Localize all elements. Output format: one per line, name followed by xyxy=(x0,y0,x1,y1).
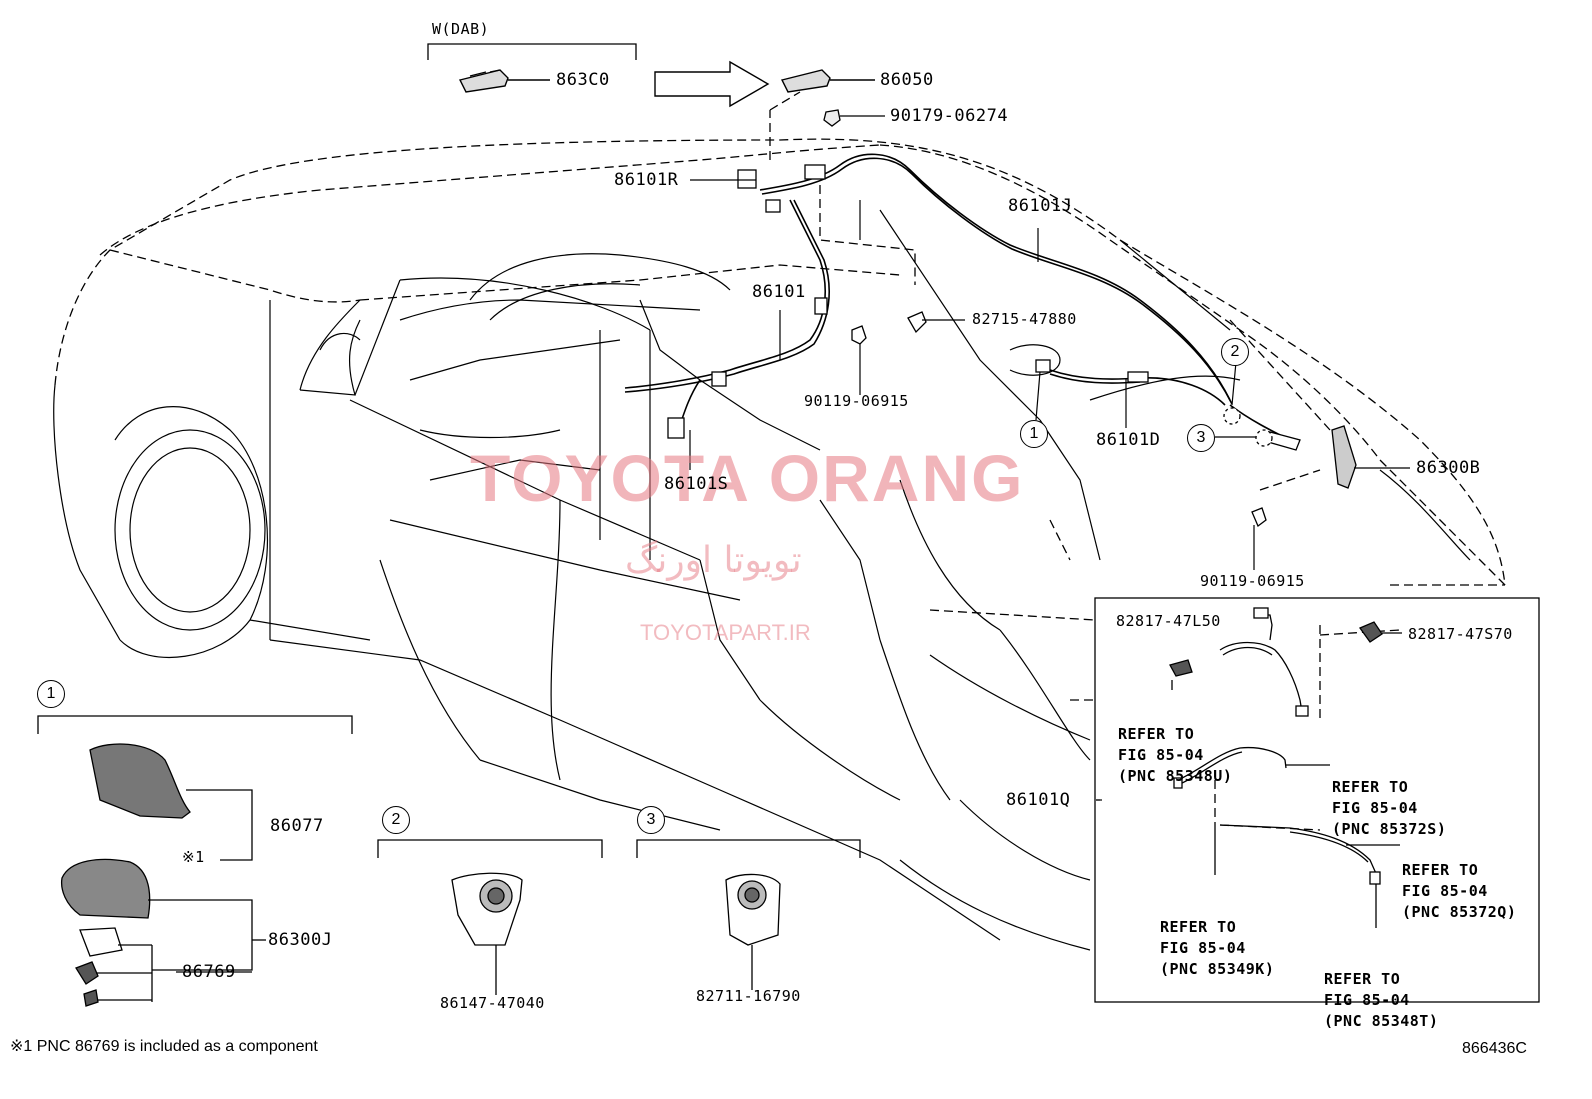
part-90119-06915-b-label: 90119-06915 xyxy=(1200,572,1305,590)
callout-1-box-marker: 1 xyxy=(37,680,65,708)
part-86147-47040-label: 86147-47040 xyxy=(440,994,545,1012)
refer-line: FIG 85-04 xyxy=(1324,991,1410,1009)
refer-line: (PNC 85348U) xyxy=(1118,767,1233,785)
refer-line: REFER TO xyxy=(1324,970,1401,988)
part-86101s-label: 86101S xyxy=(664,474,729,494)
part-82817-47l50-label: 82817-47L50 xyxy=(1116,612,1221,630)
car-outline xyxy=(54,91,1506,831)
callout-2-box-marker: 2 xyxy=(382,806,410,834)
part-86769-label: 86769 xyxy=(182,962,236,982)
antenna-module-863c0 xyxy=(458,69,550,93)
refer-line: (PNC 85372S) xyxy=(1332,820,1447,838)
footnote: ※1 PNC 86769 is included as a component xyxy=(10,1038,318,1055)
refer-line: (PNC 85349K) xyxy=(1160,960,1275,978)
figure-id: 866436C xyxy=(1462,1040,1527,1057)
refer-85349k: REFER TO FIG 85-04 (PNC 85349K) xyxy=(1160,875,1274,1001)
watermark-brand: TOYOTA ORANG xyxy=(470,441,1025,515)
callout-1-marker: 1 xyxy=(1020,420,1048,448)
part-86077-label: 86077 xyxy=(270,816,324,836)
refer-85372q: REFER TO FIG 85-04 (PNC 85372Q) xyxy=(1402,818,1516,944)
refer-line: REFER TO xyxy=(1118,725,1195,743)
part-86101d-label: 86101D xyxy=(1096,430,1161,450)
wdab-bracket xyxy=(427,43,637,60)
leader-lines xyxy=(689,179,1410,801)
part-82817-47s70-label: 82817-47S70 xyxy=(1408,625,1513,643)
group-label: W(DAB) xyxy=(432,20,490,38)
replacement-arrow xyxy=(654,60,770,108)
part-90119-06915-a-label: 90119-06915 xyxy=(804,392,909,410)
refer-line: REFER TO xyxy=(1160,918,1237,936)
refer-line: (PNC 85348T) xyxy=(1324,1012,1439,1030)
refer-85372s: REFER TO FIG 85-04 (PNC 85372S) xyxy=(1332,735,1446,861)
refer-line: FIG 85-04 xyxy=(1118,746,1204,764)
refer-line: FIG 85-04 xyxy=(1402,882,1488,900)
part-82711-16790-label: 82711-16790 xyxy=(696,987,801,1005)
watermark-arabic: تویوتا اورنگ xyxy=(625,540,802,581)
callout-3-marker: 3 xyxy=(1187,424,1215,452)
antenna-module-86050 xyxy=(780,69,875,93)
callout-3-box xyxy=(636,839,861,990)
part-82715-47880-label: 82715-47880 xyxy=(972,310,1077,328)
refer-line: FIG 85-04 xyxy=(1332,799,1418,817)
part-90179-06274-label: 90179-06274 xyxy=(890,106,1009,126)
leader-lines-secondary xyxy=(1096,799,1100,801)
part-86300j-label: 86300J xyxy=(268,930,333,950)
refer-line: REFER TO xyxy=(1332,778,1409,796)
callout-1-box xyxy=(37,715,353,1007)
callout-2-marker: 2 xyxy=(1221,338,1249,366)
refer-85348t: REFER TO FIG 85-04 (PNC 85348T) xyxy=(1324,927,1438,1053)
callout-2-box xyxy=(377,839,603,995)
callout-3-box-marker: 3 xyxy=(637,806,665,834)
part-86300b-label: 86300B xyxy=(1416,458,1481,478)
refer-line: REFER TO xyxy=(1402,861,1479,879)
inset-box xyxy=(1094,597,1540,1003)
watermark-site: TOYOTAPART.IR xyxy=(640,620,811,645)
clip-90179 xyxy=(823,109,885,127)
part-86050-label: 86050 xyxy=(880,70,934,90)
harness-connectors xyxy=(667,164,1357,528)
part-863c0-label: 863C0 xyxy=(556,70,610,90)
refer-line: (PNC 85372Q) xyxy=(1402,903,1517,921)
car-body xyxy=(53,200,1471,951)
part-86101j-label: 86101J xyxy=(1008,196,1073,216)
part-86101q-label: 86101Q xyxy=(1006,790,1071,810)
part-86101r-label: 86101R xyxy=(614,170,679,190)
part-86101-label: 86101 xyxy=(752,282,806,302)
refer-line: FIG 85-04 xyxy=(1160,939,1246,957)
footnote-mark: ※1 xyxy=(182,848,205,866)
refer-85348u: REFER TO FIG 85-04 (PNC 85348U) xyxy=(1118,682,1232,808)
